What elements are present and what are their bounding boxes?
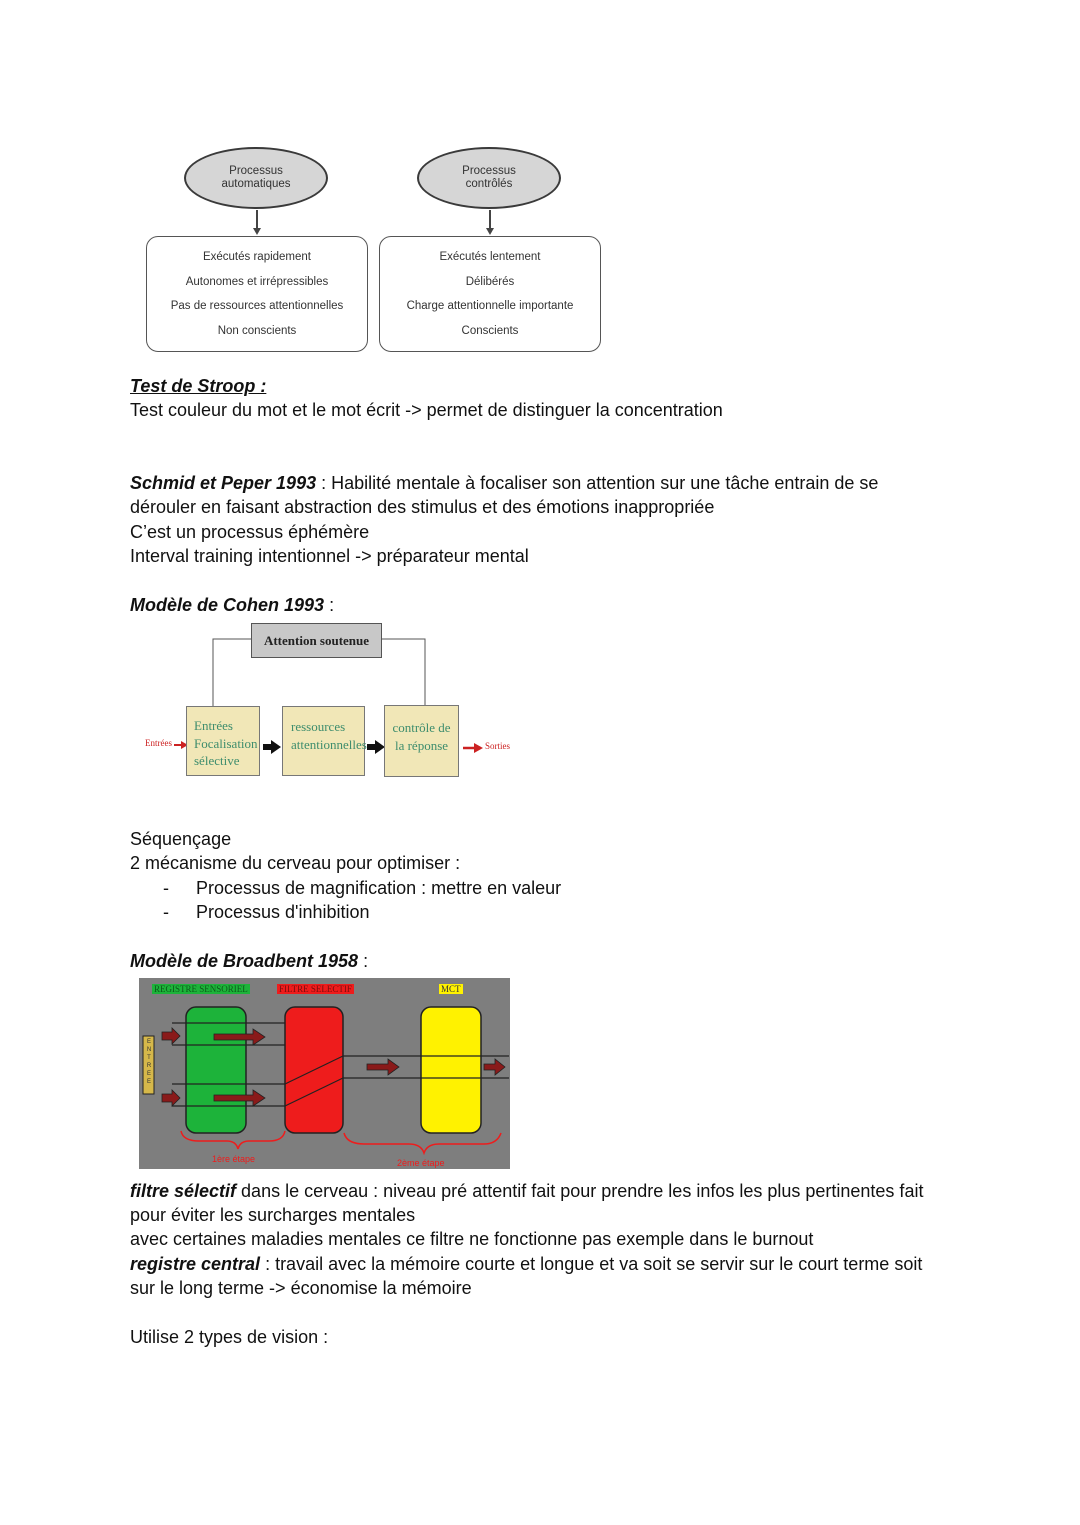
box-item: Non conscients xyxy=(217,324,297,337)
cohen-box-ressources: ressources attentionnelles xyxy=(282,706,367,776)
schmid-line-1: Schmid et Peper 1993 : Habilité mentale … xyxy=(130,471,878,495)
cohen-heading-line: Modèle de Cohen 1993 : xyxy=(130,593,334,617)
bullet-dash: - xyxy=(163,902,169,922)
colon: : xyxy=(324,595,335,615)
schmid-line-2: dérouler en faisant abstraction des stim… xyxy=(130,497,715,517)
ellipse-controlled: Processus contrôlés xyxy=(417,147,561,209)
arrow-right-icon xyxy=(174,741,188,749)
box-item: Pas de ressources attentionnelles xyxy=(170,300,344,313)
vision-text: Utilise 2 types de vision : xyxy=(130,1327,329,1347)
entree-label: ENTREE xyxy=(146,1039,152,1085)
bullet-dash: - xyxy=(163,878,169,898)
filtre-term: filtre sélectif xyxy=(130,1181,237,1201)
box-line: Entrées xyxy=(194,718,233,733)
registre-line-2: sur le long terme -> économise la mémoir… xyxy=(130,1278,472,1298)
filtre-line-2: pour éviter les surcharges mentales xyxy=(130,1205,416,1225)
box-item: Exécutés lentement xyxy=(439,251,541,264)
box-line: la réponse xyxy=(394,737,449,753)
cohen-connectors xyxy=(212,638,426,706)
arrow-right-icon xyxy=(463,743,483,753)
filtre-text: dans le cerveau : niveau pré attentif fa… xyxy=(236,1181,924,1201)
ellipse-label: Processus xyxy=(462,165,516,177)
output-label: Sorties xyxy=(485,741,511,751)
input-label: Entrées xyxy=(145,738,172,748)
stage-1-label: 1ère étape xyxy=(212,1154,256,1164)
stroop-text: Test couleur du mot et le mot écrit -> p… xyxy=(130,400,723,420)
box-item: Charge attentionnelle importante xyxy=(406,300,574,313)
cohen-heading: Modèle de Cohen 1993 xyxy=(130,595,325,615)
box-item: Exécutés rapidement xyxy=(202,251,312,264)
cohen-box-focalisation: Entrées Focalisation sélective xyxy=(186,706,260,776)
broadbent-shapes xyxy=(142,1006,509,1156)
sequencage-intro: 2 mécanisme du cerveau pour optimiser : xyxy=(130,853,461,873)
box-line: attentionnelles xyxy=(291,736,367,752)
registre-line-1: registre central : travail avec la mémoi… xyxy=(130,1252,922,1276)
label-mct: MCT xyxy=(439,984,463,994)
box-line: Focalisation xyxy=(194,735,258,751)
box-controlled: Exécutés lentement Délibérés Charge atte… xyxy=(379,236,601,352)
box-line: contrôle de xyxy=(392,720,451,735)
schmid-line-4: Interval training intentionnel -> prépar… xyxy=(130,546,529,566)
schmid-line-3: C’est un processus éphémère xyxy=(130,522,370,542)
stage-2-label: 2ème étape xyxy=(397,1158,445,1168)
box-item: Délibérés xyxy=(465,275,515,288)
attention-soutenue-box: Attention soutenue xyxy=(251,623,382,658)
schmid-author: Schmid et Peper 1993 xyxy=(130,473,317,493)
colon: : xyxy=(358,951,369,971)
ellipse-label: Processus xyxy=(229,165,283,177)
schmid-text: : Habilité mentale à focaliser son atten… xyxy=(316,473,879,493)
ellipse-label: contrôlés xyxy=(465,178,513,190)
connector-line xyxy=(489,210,491,230)
box-item: Conscients xyxy=(461,324,519,337)
cohen-box-controle: contrôle de la réponse xyxy=(384,705,459,777)
ellipse-label: automatiques xyxy=(221,178,291,190)
registre-text: : travail avec la mémoire courte et long… xyxy=(260,1254,923,1274)
box-automatic: Exécutés rapidement Autonomes et irrépre… xyxy=(146,236,368,352)
bullet-item: Processus de magnification : mettre en v… xyxy=(196,878,562,898)
arrow-down-icon xyxy=(486,228,494,235)
ellipse-automatic: Processus automatiques xyxy=(184,147,328,209)
bullet-item: Processus d'inhibition xyxy=(196,902,370,922)
stroop-heading: Test de Stroop : xyxy=(130,376,267,396)
filtre-line-3: avec certaines maladies mentales ce filt… xyxy=(130,1229,814,1249)
arrow-right-icon xyxy=(263,740,281,754)
connector-line xyxy=(256,210,258,230)
broadbent-heading: Modèle de Broadbent 1958 xyxy=(130,951,359,971)
label-filtre: FILTRE SELECTIF xyxy=(277,984,354,994)
arrow-right-icon xyxy=(367,740,385,754)
box-line: ressources xyxy=(291,719,346,734)
box-item: Autonomes et irrépressibles xyxy=(185,275,329,288)
broadbent-heading-line: Modèle de Broadbent 1958 : xyxy=(130,949,368,973)
arrow-down-icon xyxy=(253,228,261,235)
box-line: sélective xyxy=(194,753,240,768)
registre-term: registre central xyxy=(130,1254,261,1274)
filtre-line-1: filtre sélectif dans le cerveau : niveau… xyxy=(130,1179,923,1203)
label-registre: REGISTRE SENSORIEL xyxy=(152,984,250,994)
sequencage-title: Séquençage xyxy=(130,829,232,849)
